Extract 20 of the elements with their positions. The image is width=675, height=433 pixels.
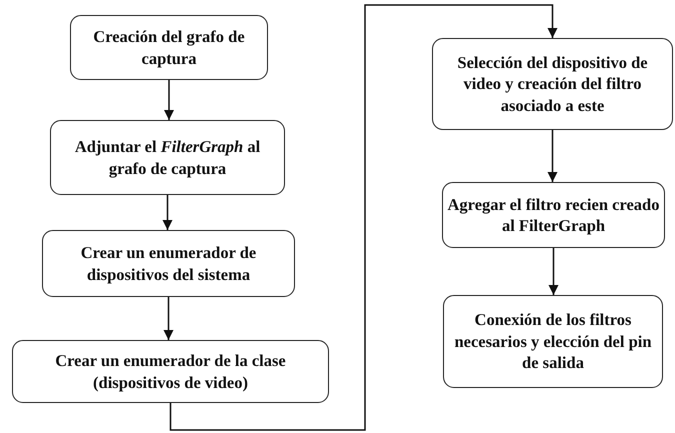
step-text: Selección del dispositivo de video y creación del filtro asociado a este bbox=[456, 52, 649, 116]
step-text: Crear un enumerador de dispositivos del sistema bbox=[80, 242, 258, 285]
step-text: Agregar el filtro recien creado al FilterGraph bbox=[447, 194, 660, 236]
arrow bbox=[164, 297, 174, 340]
arrow bbox=[170, 4, 558, 431]
process-box bbox=[432, 38, 673, 130]
arrow bbox=[164, 80, 174, 120]
process-box bbox=[70, 15, 268, 80]
step-text: Adjuntar el FilterGraph al grafo de captura bbox=[74, 136, 262, 179]
step-text: Creación del grafo de captura bbox=[92, 26, 246, 69]
arrow bbox=[548, 248, 558, 295]
process-box bbox=[442, 182, 665, 248]
process-box bbox=[42, 230, 295, 297]
arrow bbox=[162, 195, 172, 230]
arrow bbox=[548, 130, 558, 182]
step-text: Conexión de los filtros necesarios y elección del pin de salida bbox=[453, 309, 653, 374]
process-box bbox=[443, 295, 663, 388]
process-box bbox=[12, 340, 329, 403]
process-box bbox=[50, 120, 285, 195]
step-text: Crear un enumerador de la clase (dispositivos de video) bbox=[54, 350, 287, 393]
